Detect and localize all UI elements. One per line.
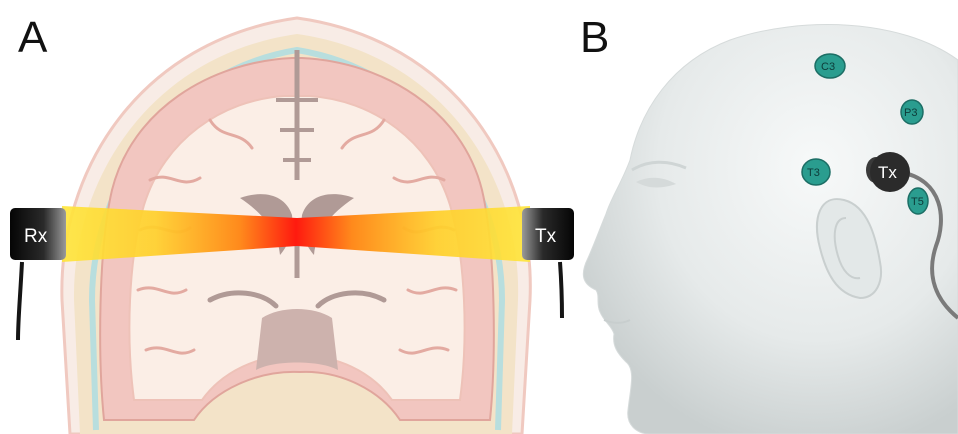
electrode-p3: P3 xyxy=(901,100,923,124)
panel-a-label: A xyxy=(18,13,48,62)
electrode-t3: T3 xyxy=(802,159,830,185)
electrode-t5: T5 xyxy=(908,188,928,214)
rx-probe: Rx xyxy=(10,208,66,340)
electrode-t3-label: T3 xyxy=(807,167,820,179)
panel-b-label: B xyxy=(580,13,609,62)
brainstem xyxy=(256,309,338,370)
electrode-p3-label: P3 xyxy=(904,107,917,119)
electrode-c3-label: C3 xyxy=(821,61,835,73)
tx-label-a: Tx xyxy=(535,226,557,247)
electrode-t5-label: T5 xyxy=(911,196,924,208)
rx-label: Rx xyxy=(24,226,48,247)
panel-a: A xyxy=(10,13,574,434)
head-silhouette xyxy=(583,25,958,434)
tx-label-b: Tx xyxy=(878,163,897,182)
panel-b: B Tx C3 P3 T3 xyxy=(580,13,958,434)
electrode-c3: C3 xyxy=(815,54,845,78)
